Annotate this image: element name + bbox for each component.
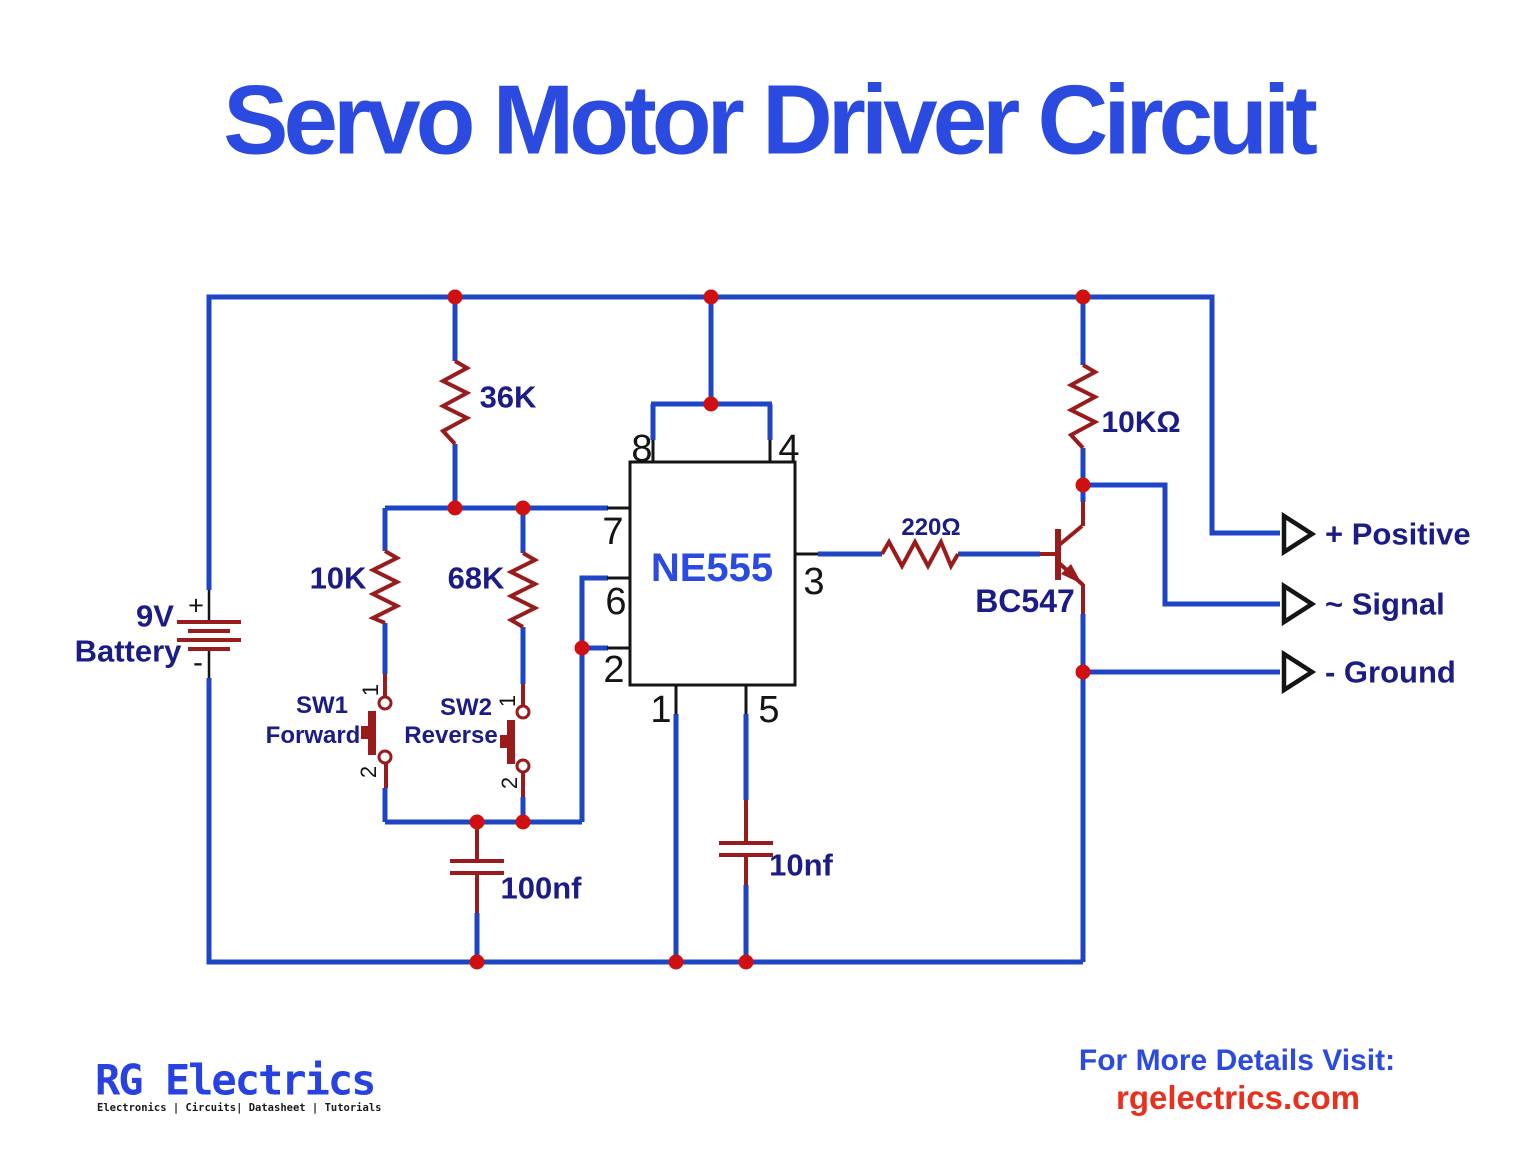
footer-visit-text: For More Details Visit: xyxy=(1078,1044,1396,1077)
pin-5-label: 5 xyxy=(758,689,780,731)
resistor-220ohm xyxy=(880,537,960,571)
battery-minus-sign: - xyxy=(193,646,203,679)
wire-signal-out xyxy=(1083,482,1280,607)
sw2-button xyxy=(500,735,508,748)
sw1-button xyxy=(361,726,369,739)
sw1-contact-1 xyxy=(377,695,393,711)
battery-name-label: Battery xyxy=(74,633,182,669)
resistor-10kohm-label: 10KΩ xyxy=(1101,406,1181,439)
pin-6-label: 6 xyxy=(605,581,627,623)
sw2-pin1-label: 1 xyxy=(495,694,520,708)
resistor-36k-label: 36K xyxy=(479,379,537,415)
capacitor-10nf-label: 10nf xyxy=(769,847,833,883)
wire-pin6-pin2-link xyxy=(579,575,608,822)
page-title: Servo Motor Driver Circuit xyxy=(223,64,1318,175)
sw1-pin1-label: 1 xyxy=(358,683,383,697)
sw1-name-label: SW1 xyxy=(295,692,349,719)
pin-2-label: 2 xyxy=(603,649,625,691)
wire-top-and-positive xyxy=(206,294,1280,590)
signal-arrow-icon xyxy=(1281,581,1317,627)
pin-8-label: 8 xyxy=(631,428,653,470)
battery-plates xyxy=(177,620,241,651)
output-ground-label: - Ground xyxy=(1325,654,1456,690)
capacitor-10nf-plates xyxy=(719,841,773,857)
sw2-mode-label: Reverse xyxy=(404,722,498,749)
resistor-220ohm-label: 220Ω xyxy=(901,514,961,541)
output-signal-label: ~ Signal xyxy=(1325,586,1445,622)
capacitor-100nf-label: 100nf xyxy=(500,870,582,906)
sw2-name-label: SW2 xyxy=(439,694,493,721)
bc547-collector xyxy=(1056,502,1085,548)
junction-dots xyxy=(447,289,1091,970)
output-positive-label: + Positive xyxy=(1325,516,1471,552)
sw1-leads xyxy=(383,674,388,788)
ne555-pin-stubs xyxy=(607,440,818,714)
switch-sw1 xyxy=(361,674,393,788)
ground-arrow-icon xyxy=(1281,649,1317,695)
resistor-68k-label: 68K xyxy=(447,560,505,596)
sw2-contact-2 xyxy=(515,758,531,774)
resistor-36k xyxy=(438,359,472,446)
logo-tagline: Electronics | Circuits| Datasheet | Tuto… xyxy=(97,1102,382,1114)
bc547-label: BC547 xyxy=(975,583,1075,619)
resistor-10k-label: 10K xyxy=(309,560,367,596)
pin-3-label: 3 xyxy=(803,561,825,603)
battery-symbol xyxy=(177,590,241,678)
wire-emitter-ground-out xyxy=(1080,614,1280,962)
pin-1-label: 1 xyxy=(650,689,672,731)
sw2-contact-1 xyxy=(515,704,531,720)
sw1-contact-2 xyxy=(377,749,393,765)
bc547-emitter-arrow xyxy=(1061,564,1082,584)
sw2-pin2-label: 2 xyxy=(497,776,522,790)
transistor-bc547 xyxy=(1040,502,1085,614)
battery-plus-sign: + xyxy=(188,590,204,621)
ne555-body xyxy=(628,460,797,687)
pin-7-label: 7 xyxy=(602,511,624,553)
wire-pin8-pin4-link xyxy=(650,297,773,440)
logo-rg-electrics: RG Electrics xyxy=(95,1055,376,1105)
wire-rails xyxy=(206,294,1280,965)
resistor-68k xyxy=(506,551,540,629)
positive-arrow-icon xyxy=(1281,511,1317,557)
ne555-ic xyxy=(607,440,818,714)
ne555-label: NE555 xyxy=(650,546,774,590)
sw1-pin2-label: 2 xyxy=(356,765,381,779)
footer-website-url: rgelectrics.com xyxy=(1116,1079,1360,1116)
switch-sw2 xyxy=(500,684,531,797)
pin-4-label: 4 xyxy=(778,428,800,470)
capacitor-10nf xyxy=(719,800,773,885)
battery-voltage-label: 9V xyxy=(136,598,174,634)
capacitor-100nf xyxy=(450,822,504,913)
capacitor-100nf-plates xyxy=(450,859,504,875)
resistor-10kohm xyxy=(1066,363,1100,450)
wire-left-and-bottom-rail xyxy=(206,678,1083,965)
wire-10k-sw1-branch xyxy=(382,505,608,822)
resistor-10k xyxy=(368,549,402,625)
sw1-mode-label: Forward xyxy=(265,722,361,749)
